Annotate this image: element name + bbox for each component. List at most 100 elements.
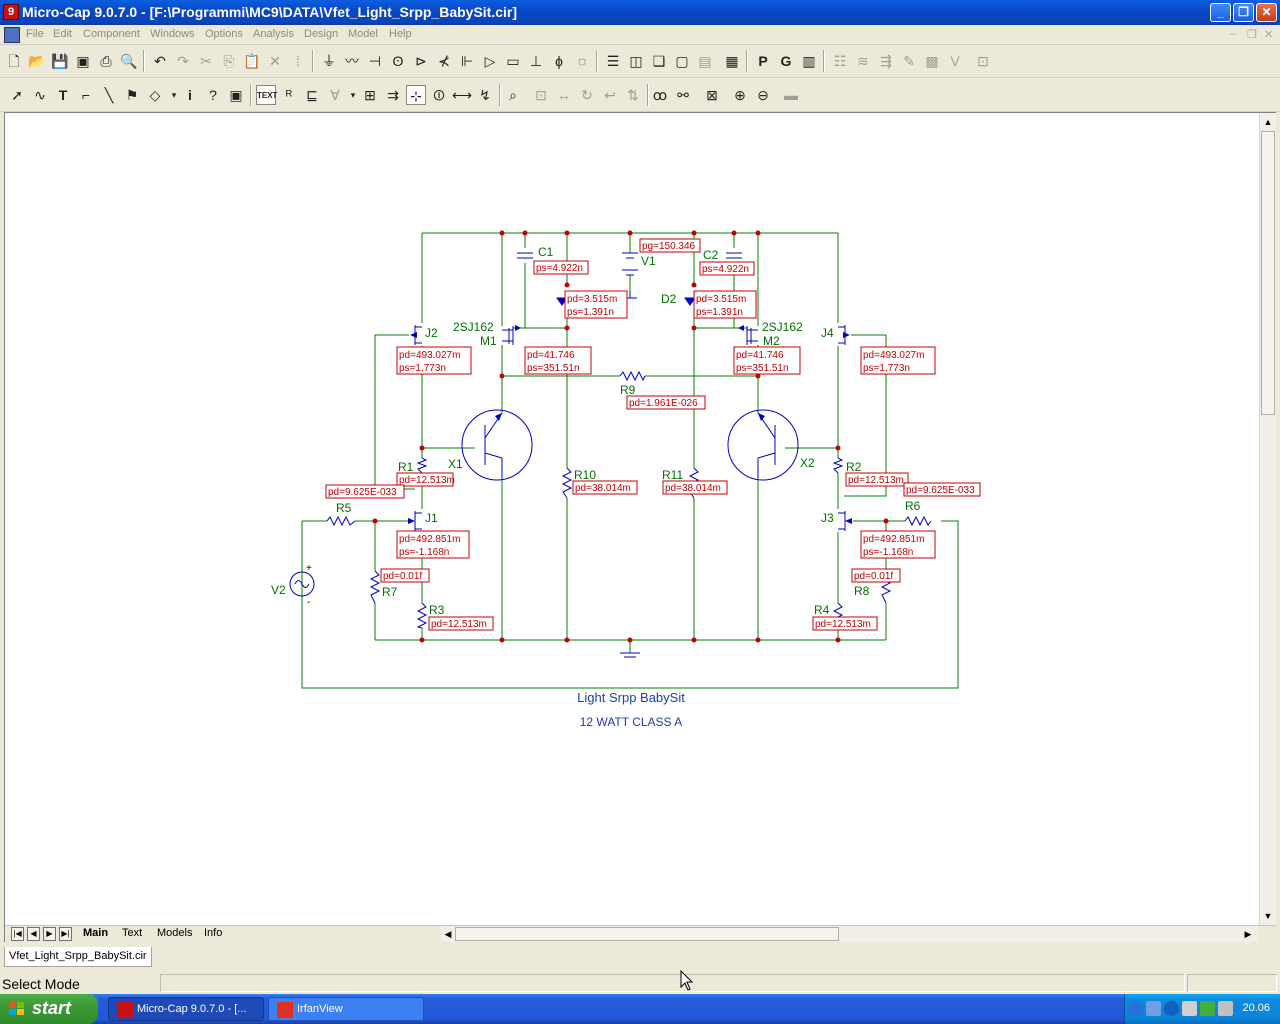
global-settings-icon[interactable]: G (780, 53, 792, 69)
print-icon[interactable]: ⎙ (100, 53, 112, 69)
scroll-up-icon[interactable]: ▲ (1263, 117, 1273, 127)
mdi-minimize-icon[interactable]: – (1230, 28, 1237, 40)
menu-analysis[interactable]: Analysis (253, 28, 294, 40)
tile-vertical-icon[interactable]: ◫ (629, 53, 643, 69)
microcap-app-icon[interactable]: 9 (3, 4, 19, 20)
scroll-left-icon[interactable]: ◀ (444, 929, 452, 939)
diode-component-icon[interactable]: ⊳ (415, 53, 427, 69)
bluetooth-icon[interactable] (1164, 1001, 1179, 1016)
calculator-icon[interactable]: ▦ (725, 53, 739, 69)
horizontal-scroll-thumb[interactable] (455, 927, 839, 941)
schematic-canvas[interactable]: C1 C2 V1 D2 2SJ162 M1 2SJ162 M2 J2 J4 J1… (5, 113, 1259, 925)
battery-component-icon[interactable]: ⊥ (529, 53, 543, 69)
text-mode-icon[interactable]: T (58, 87, 68, 103)
tab-info[interactable]: Info (204, 927, 223, 939)
save-icon[interactable]: 💾 (51, 53, 69, 69)
npn-component-icon[interactable]: ⊀ (438, 53, 450, 69)
find-icon[interactable]: ꝏ (652, 87, 668, 103)
pin-connections-icon[interactable]: ⊹ (406, 85, 426, 105)
sine-source-icon[interactable]: ◌ (577, 53, 587, 69)
find-component-icon[interactable]: ⌕ (509, 87, 517, 103)
jfet-component-icon[interactable]: ⊩ (460, 53, 474, 69)
restore-button[interactable]: ❐ (1233, 3, 1254, 22)
next-sheet-icon[interactable]: ▶ (43, 927, 56, 941)
point-to-end-icon[interactable]: ▣ (229, 87, 243, 103)
document-system-icon[interactable] (4, 27, 20, 43)
node-numbers-icon[interactable]: ᴿ (285, 87, 293, 103)
taskbar-irfanview[interactable]: IrfanView (268, 997, 424, 1021)
mdi-close-icon[interactable]: ✕ (1264, 29, 1274, 41)
network-icon[interactable] (1146, 1001, 1161, 1016)
ground-component-icon[interactable]: ⏚ (322, 53, 336, 69)
svg-text:ps=1.391n: ps=1.391n (567, 307, 614, 318)
graphics-dropdown-icon[interactable]: ▾ (171, 90, 177, 100)
close-button[interactable]: ✕ (1256, 3, 1277, 22)
minimize-button[interactable]: _ (1210, 3, 1231, 22)
open-folder-icon[interactable]: 📂 (28, 53, 46, 69)
wire-mode-icon[interactable]: ∿ (34, 87, 46, 103)
preferences-icon[interactable]: P (758, 53, 768, 69)
mdi-restore-icon[interactable]: ❐ (1247, 29, 1257, 41)
taskbar-microcap[interactable]: Micro-Cap 9.0.7.0 - [... (108, 997, 264, 1021)
tile-horizontal-icon[interactable]: ☰ (606, 53, 620, 69)
print-preview-icon[interactable]: 🔍 (120, 53, 138, 69)
vertical-scroll-thumb[interactable] (1261, 131, 1275, 415)
zoom-in-icon[interactable]: ⊕ (734, 87, 746, 103)
tab-main[interactable]: Main (83, 927, 109, 939)
scroll-right-icon[interactable]: ▶ (1244, 929, 1252, 939)
attribute-text-icon[interactable]: ↯ (479, 87, 491, 103)
menu-component[interactable]: Component (83, 28, 140, 40)
menu-windows[interactable]: Windows (150, 28, 195, 40)
undo-icon[interactable]: ↶ (154, 53, 166, 69)
capacitor-component-icon[interactable]: ⊣ (368, 53, 382, 69)
menu-model[interactable]: Model (348, 28, 378, 40)
scroll-down-icon[interactable]: ▼ (1263, 911, 1273, 921)
flag-icon[interactable]: ⚑ (125, 87, 139, 103)
menu-bar: File Edit Component Windows Options Anal… (0, 25, 1280, 45)
tab-models[interactable]: Models (157, 927, 193, 939)
tab-text[interactable]: Text (122, 927, 143, 939)
zoom-out-icon[interactable]: ⊖ (757, 87, 769, 103)
tray-expand-icon[interactable] (1128, 1001, 1143, 1016)
window-icon[interactable]: ▢ (675, 53, 689, 69)
help-query-icon[interactable]: ? (209, 87, 217, 103)
security-icon[interactable] (1200, 1001, 1215, 1016)
menu-design[interactable]: Design (304, 28, 339, 40)
horizontal-scrollbar[interactable]: ◀ ▶ (441, 926, 1257, 942)
node-voltages-icon[interactable]: ⊑ (306, 87, 318, 103)
new-file-icon[interactable]: 🗋 (8, 53, 20, 69)
menu-options[interactable]: Options (205, 28, 243, 40)
start-button[interactable]: start (0, 994, 98, 1024)
inductor-component-icon[interactable]: ʘ (392, 53, 404, 69)
menu-edit[interactable]: Edit (53, 28, 72, 40)
report-icon[interactable]: ⊠ (706, 87, 718, 103)
show-text-icon[interactable]: TEXT (256, 85, 277, 105)
orthogonal-wire-icon[interactable]: ⌐ (81, 87, 91, 103)
macro-component-icon[interactable]: ▭ (506, 53, 520, 69)
info-icon[interactable]: i (188, 87, 192, 103)
menu-file[interactable]: File (26, 28, 44, 40)
on-off-icon[interactable]: ⏼ (433, 87, 445, 103)
menu-help[interactable]: Help (389, 28, 412, 40)
prev-sheet-icon[interactable]: ◀ (27, 927, 40, 941)
save-all-icon[interactable]: ▣ (76, 53, 90, 69)
conditions-icon[interactable]: ⇉ (387, 87, 399, 103)
component-editor-icon[interactable]: ▥ (802, 53, 816, 69)
voltage-source-icon[interactable]: ɸ (555, 53, 563, 69)
resistor-component-icon[interactable]: 〰 (345, 53, 359, 69)
vertical-scrollbar[interactable]: ▲ ▼ (1259, 113, 1276, 925)
power-icon[interactable]: ⊞ (364, 87, 376, 103)
binoculars-icon[interactable]: ⚯ (677, 87, 689, 103)
open-file-tab[interactable]: Vfet_Light_Srpp_BabySit.cir (4, 947, 152, 967)
last-sheet-icon[interactable]: ▶| (59, 927, 72, 941)
current-dropdown-icon[interactable]: ▾ (350, 90, 356, 100)
first-sheet-icon[interactable]: |◀ (11, 927, 24, 941)
cascade-icon[interactable]: ❏ (652, 53, 666, 69)
grid-snap-icon[interactable]: ⟷ (452, 87, 473, 103)
graphics-icon[interactable]: ◇ (149, 87, 161, 103)
opamp-component-icon[interactable]: ▷ (484, 53, 496, 69)
diagonal-wire-icon[interactable]: ╲ (104, 87, 114, 103)
select-arrow-icon[interactable]: ➚ (11, 87, 23, 103)
device-icon[interactable] (1218, 1001, 1233, 1016)
printer-icon[interactable] (1182, 1001, 1197, 1016)
